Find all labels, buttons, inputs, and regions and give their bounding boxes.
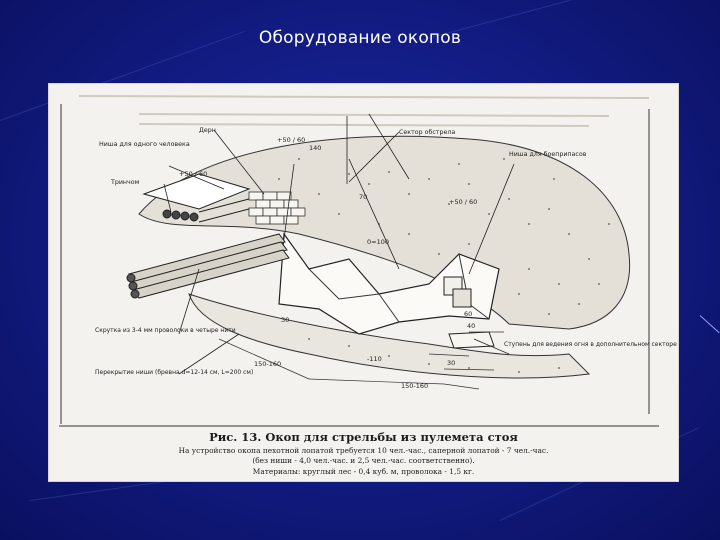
lower-parapet	[188, 293, 591, 379]
dim-9: 150-160	[254, 360, 281, 368]
dim-13: 60	[464, 310, 472, 318]
trench-diagram: Ниша для одного человека Дерн Сектор обс…	[59, 95, 677, 427]
figure-caption-line-1: На устройство окопа пехотной лопатой тре…	[178, 446, 549, 455]
slide-title: Оборудование окопов	[258, 28, 462, 48]
dim-3: +50 / 60	[179, 170, 207, 178]
dim-5: +50 / 60	[449, 198, 477, 206]
dim-4: 70	[359, 193, 367, 201]
figure-caption-title: Рис. 13. Окоп для стрельбы из пулемета с…	[209, 430, 518, 444]
turf-wall	[248, 191, 306, 225]
label-revetment: Скрутка из 3-4 мм проволоки в четыре нит…	[95, 327, 236, 334]
firing-step	[448, 331, 495, 349]
trench-cut	[278, 232, 500, 335]
upper-logs	[162, 198, 250, 223]
dim-12: 150-160	[401, 382, 428, 390]
label-logs: Тринчом	[110, 179, 140, 186]
niche-one-person	[142, 173, 251, 210]
dim-7: 30	[281, 316, 289, 324]
dim-1: +50 / 60	[277, 136, 305, 144]
dim-6: 0=100	[367, 238, 389, 246]
label-niche-line: Ниша для одного человека	[99, 141, 190, 148]
edge-decoration	[699, 315, 720, 334]
figure-caption-line-3: Материалы: круглый лес - 0,4 куб. м, про…	[252, 467, 475, 476]
log-revetment	[126, 233, 290, 299]
leader-lines	[163, 113, 515, 375]
label-firing-sector: Сектор обстрела	[399, 128, 455, 136]
trench-figure: Ниша для одного человека Дерн Сектор обс…	[49, 84, 678, 481]
label-step: Ступень для ведения огня в дополнительно…	[504, 341, 677, 348]
label-niche-ammo: Ниша для боеприпасов	[509, 150, 587, 158]
ammo-niche	[443, 276, 472, 308]
label-turf: Дерн	[199, 127, 216, 134]
dim-2: 140	[309, 144, 321, 152]
bleed-through-lines	[78, 95, 650, 127]
dimension-lines	[218, 331, 504, 390]
dim-10: -110	[367, 355, 382, 363]
figure-caption-line-2: (без ниши - 4,0 чел.-час. и 2,5 чел.-час…	[252, 456, 475, 465]
frame-lines	[59, 104, 659, 427]
soil-stipple	[278, 158, 610, 373]
label-niche-one-person: Ниша для одного человека	[99, 141, 190, 148]
dim-11: 30	[447, 359, 455, 367]
parapet-mound	[138, 135, 631, 330]
dim-8: 40	[467, 322, 475, 330]
label-niche-cover: Перекрытие ниши (бревна d=12-14 см, L=20…	[95, 369, 253, 376]
